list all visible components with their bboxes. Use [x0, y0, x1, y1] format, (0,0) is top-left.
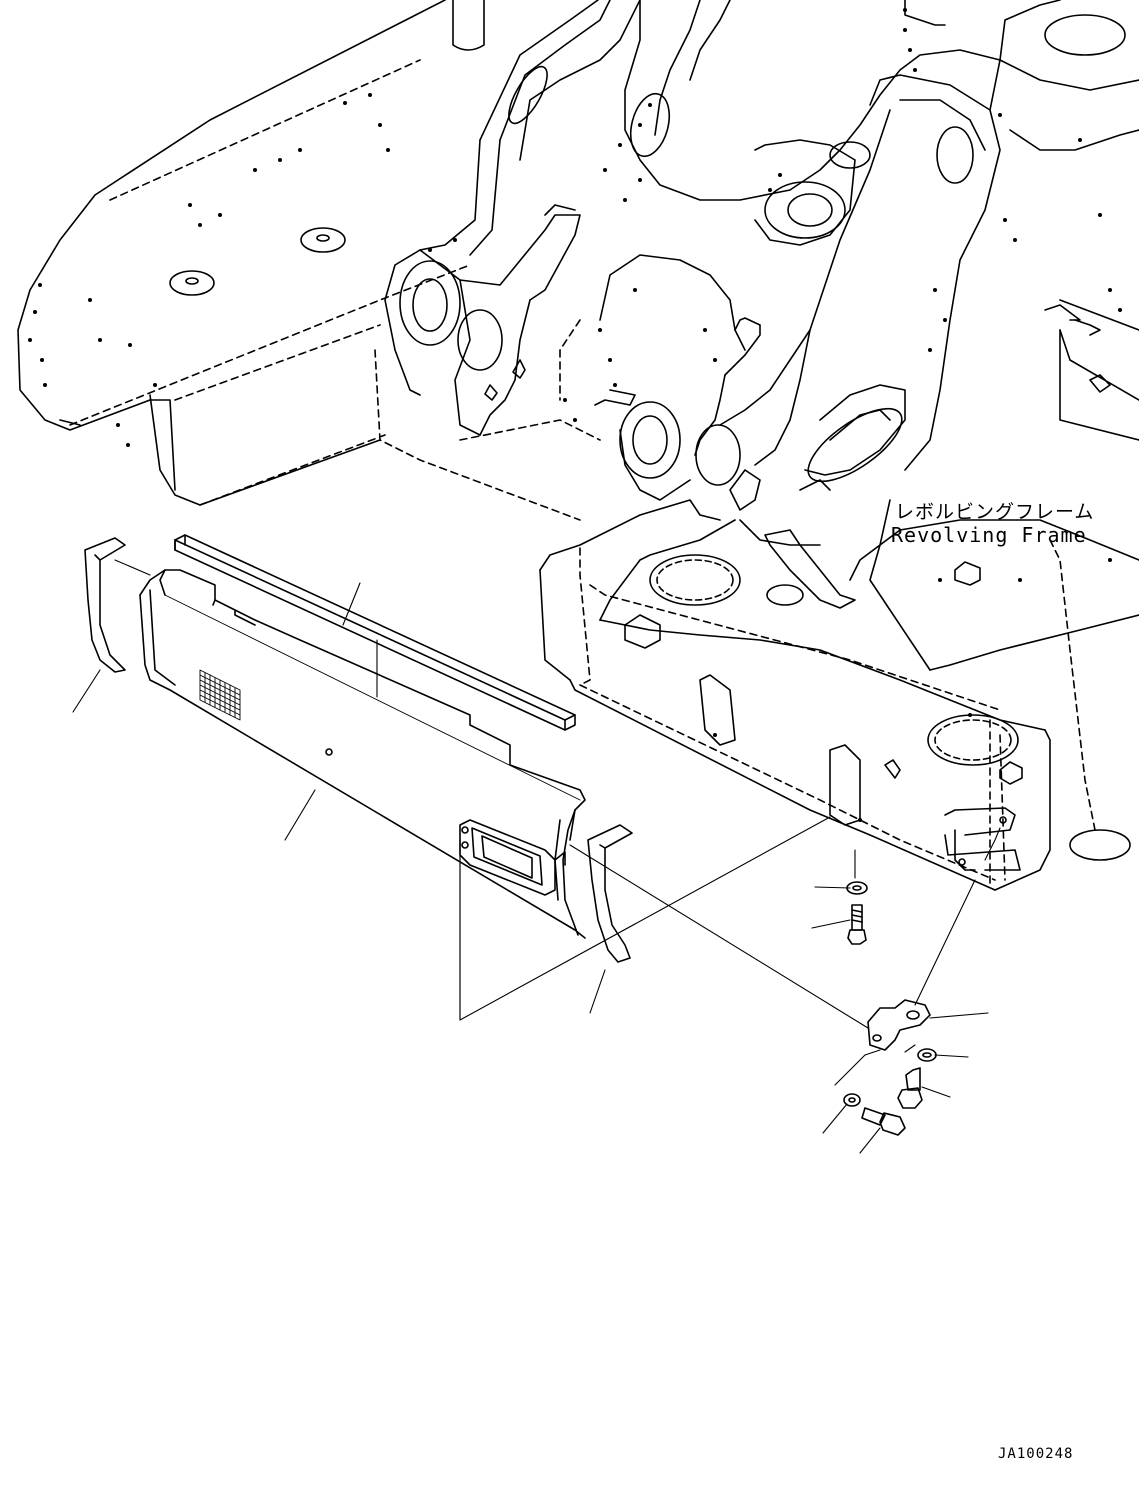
mounting-bracket	[867, 999, 931, 1051]
washer-bracket-right	[917, 1048, 937, 1062]
air-grille	[199, 669, 241, 721]
washer-bracket-left	[843, 1093, 861, 1107]
side-seal-right	[587, 824, 633, 963]
bolt-bracket-left	[861, 1107, 906, 1136]
bolt-bracket-right	[897, 1067, 923, 1109]
revolving-frame	[17, 0, 1139, 891]
drawing-id: JA100248	[998, 1446, 1074, 1462]
side-seal-left	[84, 537, 126, 673]
rubber-strip	[174, 534, 576, 731]
leader-lines	[72, 559, 1001, 1154]
frame-label-japanese: レボルビングフレーム	[895, 501, 1095, 523]
frame-label-english: Revolving Frame	[891, 523, 1087, 547]
cover-panel	[139, 569, 586, 939]
bolt-frame	[847, 904, 867, 945]
inspection-cover	[459, 819, 566, 896]
